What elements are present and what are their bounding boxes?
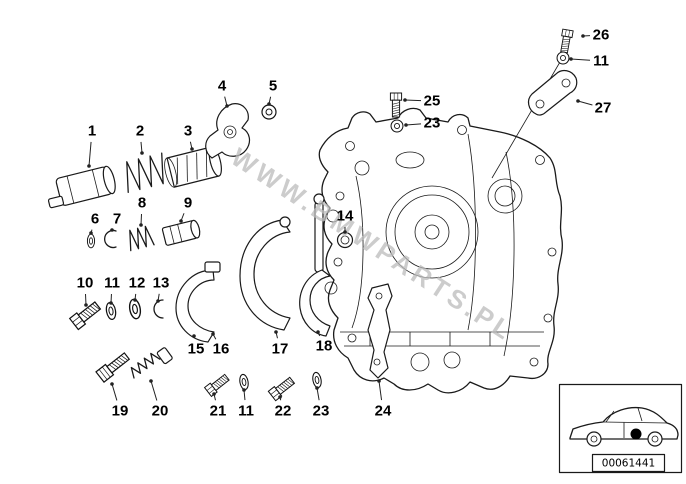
- part-2-spring-drawing: [126, 152, 164, 194]
- svg-text:10: 10: [77, 275, 94, 292]
- svg-text:8: 8: [138, 195, 146, 212]
- svg-text:6: 6: [91, 211, 99, 228]
- part-19-bolt-drawing: [95, 350, 132, 383]
- svg-text:3: 3: [184, 123, 192, 140]
- part-15-16-shift-fork-drawing: [175, 261, 221, 343]
- svg-text:5: 5: [269, 78, 277, 95]
- svg-text:23: 23: [424, 115, 441, 132]
- callout-24: 24: [375, 379, 392, 420]
- svg-text:22: 22: [275, 403, 292, 420]
- part-18-shift-fork-drawing: [299, 193, 331, 337]
- part-14-nut-drawing: [336, 231, 354, 249]
- part-27-bracket-drawing: [527, 69, 578, 116]
- svg-text:13: 13: [153, 275, 170, 292]
- svg-text:7: 7: [113, 211, 121, 228]
- part-9-drawing: [161, 219, 201, 246]
- part-7-snap-ring-drawing: [103, 229, 117, 249]
- callout-11: 11: [569, 53, 609, 70]
- part-drawings: [47, 28, 578, 402]
- part-4-drawing: [205, 103, 251, 159]
- svg-text:4: 4: [218, 78, 227, 95]
- svg-text:21: 21: [210, 403, 227, 420]
- callout-1: 1: [87, 123, 96, 168]
- callout-13: 13: [153, 275, 170, 303]
- callout-14: 14: [337, 208, 354, 234]
- callout-6: 6: [89, 211, 99, 235]
- svg-text:27: 27: [595, 100, 612, 117]
- part-26-bolt-drawing: [558, 28, 574, 54]
- car-silhouette-icon: [569, 406, 679, 447]
- callout-11: 11: [238, 388, 254, 420]
- svg-text:11: 11: [104, 275, 120, 292]
- callout-7: 7: [110, 211, 121, 232]
- callout-3: 3: [184, 123, 194, 151]
- callout-2: 2: [136, 123, 144, 155]
- part-6-drawing: [86, 233, 96, 249]
- svg-text:15: 15: [188, 341, 205, 358]
- callout-21: 21: [210, 392, 227, 420]
- callout-16: 16: [211, 332, 230, 358]
- part-20-spring-drawing: [130, 347, 173, 379]
- callout-8: 8: [138, 195, 146, 227]
- part-21-bolt-drawing: [204, 372, 231, 397]
- svg-text:17: 17: [272, 341, 289, 358]
- car-location-inset: 00061441: [558, 383, 683, 474]
- part-11c-washer-drawing: [556, 51, 570, 65]
- svg-text:18: 18: [316, 338, 333, 355]
- callout-12: 12: [129, 275, 146, 302]
- callout-11: 11: [104, 275, 120, 305]
- callout-5: 5: [267, 78, 277, 106]
- svg-text:9: 9: [184, 195, 192, 212]
- callout-9: 9: [179, 195, 192, 223]
- part-17-shift-fork-drawing: [239, 216, 291, 331]
- svg-text:19: 19: [112, 403, 129, 420]
- callout-18: 18: [316, 330, 333, 355]
- callout-20: 20: [149, 379, 169, 420]
- diagram-code-box: [591, 453, 666, 473]
- svg-text:2: 2: [136, 123, 144, 140]
- svg-text:11: 11: [238, 403, 254, 420]
- part-25-bolt-drawing: [389, 92, 403, 118]
- part-11b-washer-drawing: [238, 373, 250, 391]
- svg-text:25: 25: [424, 93, 441, 110]
- svg-text:1: 1: [88, 123, 96, 140]
- callout-4: 4: [218, 78, 229, 108]
- svg-text:24: 24: [375, 403, 392, 420]
- component-location-dot: [630, 428, 642, 440]
- callout-27: 27: [576, 99, 612, 117]
- svg-text:11: 11: [593, 53, 609, 70]
- part-5-drawing: [261, 104, 277, 120]
- callout-23: 23: [404, 115, 440, 132]
- callout-25: 25: [403, 93, 440, 110]
- part-13-clip-drawing: [153, 299, 164, 319]
- part-1-drawing: [47, 165, 116, 209]
- callout-17: 17: [272, 330, 289, 358]
- part-8-spring-drawing: [129, 225, 155, 252]
- svg-text:26: 26: [593, 27, 610, 44]
- svg-text:23: 23: [313, 403, 330, 420]
- part-23a-washer-drawing: [390, 119, 404, 133]
- svg-text:16: 16: [213, 341, 230, 358]
- svg-text:20: 20: [152, 403, 169, 420]
- callout-22: 22: [275, 395, 292, 420]
- svg-text:12: 12: [129, 275, 146, 292]
- diagram-code: 00061441: [602, 458, 655, 470]
- callout-19: 19: [110, 382, 129, 420]
- svg-text:14: 14: [337, 208, 354, 225]
- part-24-cover-drawing: [367, 283, 393, 379]
- callout-26: 26: [581, 27, 609, 44]
- callout-23: 23: [313, 386, 330, 420]
- callout-15: 15: [188, 334, 205, 358]
- callout-10: 10: [77, 275, 94, 307]
- part-23b-washer-drawing: [311, 371, 323, 389]
- part-22-bolt-drawing: [267, 375, 297, 402]
